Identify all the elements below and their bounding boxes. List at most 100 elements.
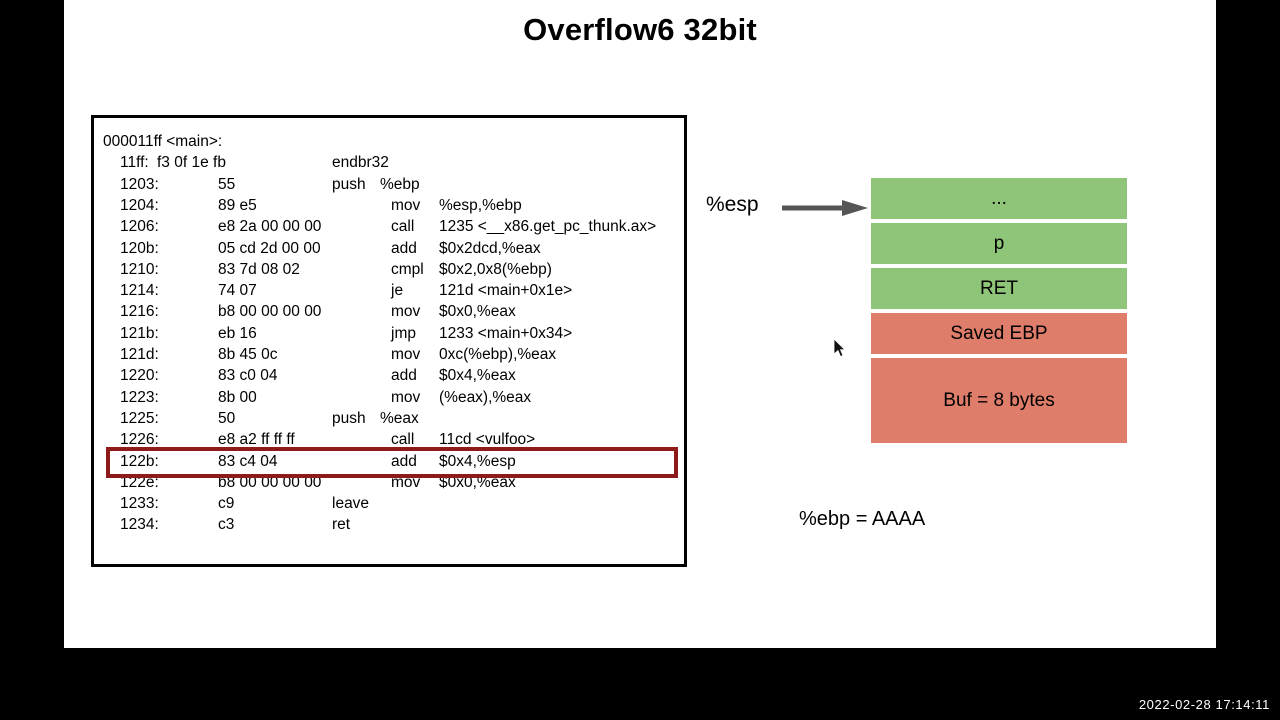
disassembly-row: 1226: e8 a2 ff ff ff call 11cd <vulfoo> <box>94 429 684 450</box>
instruction-bytes: 8b 00 <box>218 388 257 406</box>
instruction-mnemonic: endbr32 <box>332 154 389 172</box>
instruction-address: 1216: <box>120 303 159 321</box>
stack-block: ... <box>871 178 1127 219</box>
esp-arrow-icon <box>782 200 868 216</box>
instruction-bytes: 8b 45 0c <box>218 346 278 363</box>
instruction-address: 1223: <box>120 388 159 406</box>
presentation-slide: Overflow6 32bit 000011ff <main>: 11ff: f3 … <box>64 0 1216 648</box>
instruction-mnemonic: mov <box>391 303 421 321</box>
instruction-mnemonic: add <box>391 367 417 385</box>
instruction-operands: $0x0,%eax <box>439 303 516 321</box>
instruction-operands: 1233 <main+0x34> <box>439 324 573 342</box>
instruction-bytes: c9 <box>218 495 235 513</box>
disassembly-row: 1203: 55 push %ebp <box>94 174 684 195</box>
instruction-address: 1220: <box>120 367 159 385</box>
stack-block-label: Saved EBP <box>950 322 1048 344</box>
instruction-bytes: b8 00 00 00 00 <box>218 303 322 321</box>
disassembly-header-label: 000011ff <main>: <box>103 133 223 150</box>
instruction-operands: $0x0,%eax <box>439 473 516 491</box>
instruction-operands: %eax <box>380 409 419 427</box>
instruction-operands: $0x2,0x8(%ebp) <box>439 260 552 278</box>
instruction-operands: %esp,%ebp <box>439 196 522 214</box>
stack-block-label: RET <box>980 277 1018 299</box>
esp-pointer-label: %esp <box>706 193 759 216</box>
stack-block-label: Buf = 8 bytes <box>943 389 1055 411</box>
instruction-bytes: f3 0f 1e fb <box>157 154 226 172</box>
instruction-operands: $0x4,%esp <box>439 452 516 470</box>
disassembly-row: 1214: 74 07 je 121d <main+0x1e> <box>94 280 684 301</box>
instruction-bytes: 83 c4 04 <box>218 452 278 470</box>
instruction-bytes: 55 <box>218 175 236 193</box>
disassembly-header: 000011ff <main>: <box>94 131 684 152</box>
instruction-bytes: 83 c0 04 <box>218 367 278 385</box>
instruction-address: 1233: <box>120 495 159 513</box>
disassembly-row: 1210: 83 7d 08 02 cmpl $0x2,0x8(%ebp) <box>94 259 684 280</box>
disassembly-row: 122e: b8 00 00 00 00 mov $0x0,%eax <box>94 472 684 493</box>
stack-block: Buf = 8 bytes <box>871 358 1127 443</box>
disassembly-row: 1216: b8 00 00 00 00 mov $0x0,%eax <box>94 301 684 322</box>
instruction-mnemonic: jmp <box>391 324 416 342</box>
page-title: Overflow6 32bit <box>523 12 757 47</box>
instruction-operands: $0x2dcd,%eax <box>439 239 541 257</box>
stack-block: p <box>871 223 1127 264</box>
instruction-bytes: b8 00 00 00 00 <box>218 473 322 491</box>
instruction-bytes: 50 <box>218 409 236 427</box>
instruction-mnemonic: leave <box>332 495 370 513</box>
disassembly-row: 1233: c9 leave <box>94 493 684 514</box>
instruction-mnemonic: je <box>391 282 404 300</box>
instruction-mnemonic: cmpl <box>391 260 424 278</box>
instruction-bytes: e8 a2 ff ff ff <box>218 431 295 449</box>
instruction-bytes: 05 cd 2d 00 00 <box>218 239 321 257</box>
stack-block: Saved EBP <box>871 313 1127 354</box>
recording-timestamp: 2022-02-28 17:14:11 <box>1138 697 1270 712</box>
instruction-address: 1206: <box>120 218 159 236</box>
disassembly-row: 1225: 50 push %eax <box>94 408 684 429</box>
disassembly-row: 1204: 89 e5 mov %esp,%ebp <box>94 195 684 216</box>
instruction-mnemonic: mov <box>391 473 421 491</box>
instruction-address: 1204: <box>120 196 159 214</box>
instruction-mnemonic: push <box>332 175 366 193</box>
instruction-address: 1210: <box>120 260 159 278</box>
instruction-address: 122b: <box>120 452 159 470</box>
instruction-operands: 1235 <__x86.get_pc_thunk.ax> <box>439 218 657 236</box>
instruction-operands: %ebp <box>380 175 420 193</box>
instruction-operands: 11cd <vulfoo> <box>439 431 536 449</box>
instruction-operands: $0x4,%eax <box>439 367 516 385</box>
instruction-address: 1225: <box>120 409 159 427</box>
instruction-mnemonic: add <box>391 452 417 470</box>
instruction-bytes: 74 07 <box>218 282 257 300</box>
disassembly-row: 11ff: f3 0f 1e fb endbr32 <box>94 152 684 173</box>
instruction-mnemonic: call <box>391 218 415 236</box>
instruction-mnemonic: call <box>391 431 415 449</box>
instruction-bytes: c3 <box>218 516 235 534</box>
instruction-address: 121b: <box>120 324 159 342</box>
instruction-mnemonic: mov <box>391 196 421 214</box>
stack-block: RET <box>871 268 1127 309</box>
instruction-address: 1203: <box>120 175 159 193</box>
instruction-operands: (%eax),%eax <box>439 388 532 406</box>
mouse-cursor-icon <box>833 338 846 358</box>
highlight-rectangle <box>106 446 678 478</box>
instruction-address: 121d: <box>120 346 159 363</box>
instruction-bytes: eb 16 <box>218 324 257 342</box>
instruction-mnemonic: push <box>332 409 366 427</box>
instruction-address: 1214: <box>120 282 159 300</box>
stack-block-label: ... <box>991 187 1007 209</box>
instruction-operands: 121d <main+0x1e> <box>439 282 573 300</box>
instruction-address: 11ff: <box>120 154 149 172</box>
instruction-bytes: 89 e5 <box>218 196 257 214</box>
disassembly-row: 120b: 05 cd 2d 00 00 add $0x2dcd,%eax <box>94 238 684 259</box>
instruction-bytes: 83 7d 08 02 <box>218 260 300 278</box>
instruction-address: 120b: <box>120 239 159 257</box>
instruction-mnemonic: add <box>391 239 417 257</box>
instruction-mnemonic: ret <box>332 516 351 534</box>
instruction-address: 1226: <box>120 431 159 449</box>
instruction-address: 122e: <box>120 473 159 491</box>
